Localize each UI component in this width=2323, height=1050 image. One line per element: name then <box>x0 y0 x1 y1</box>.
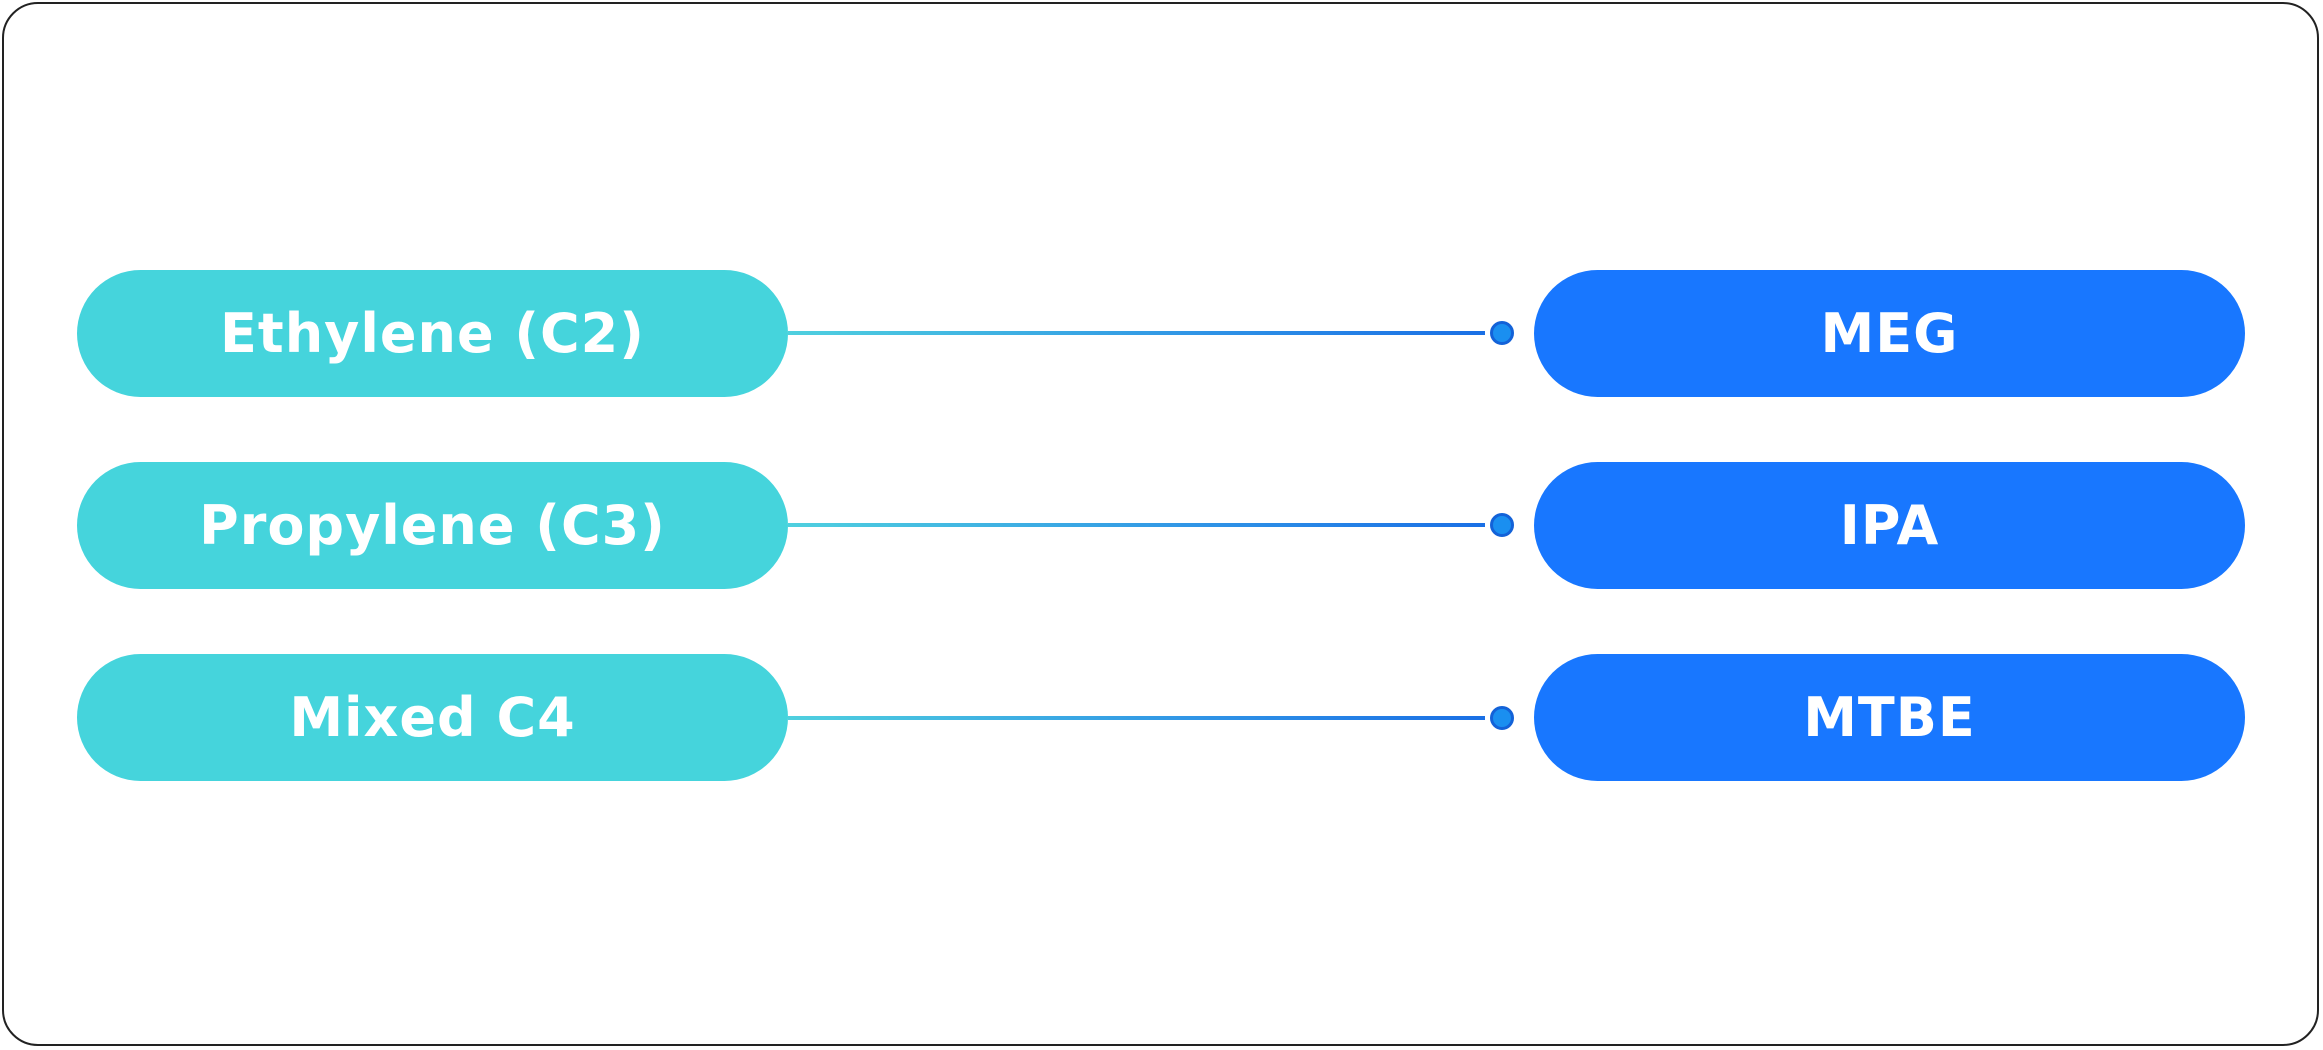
product-node-label: MEG <box>1820 302 1959 365</box>
connector-endpoint-dot <box>1490 321 1514 345</box>
source-node-mixed-c4: Mixed C4 <box>77 654 788 781</box>
connector-line <box>788 523 1485 527</box>
source-node-label: Propylene (C3) <box>199 494 666 557</box>
product-node-mtbe: MTBE <box>1534 654 2245 781</box>
connector-line <box>788 331 1485 335</box>
connector-endpoint-dot <box>1490 513 1514 537</box>
product-node-ipa: IPA <box>1534 462 2245 589</box>
product-node-meg: MEG <box>1534 270 2245 397</box>
source-node-ethylene: Ethylene (C2) <box>77 270 788 397</box>
connector-endpoint-dot <box>1490 706 1514 730</box>
product-node-label: IPA <box>1839 494 1940 557</box>
connector-line <box>788 716 1485 720</box>
source-node-propylene: Propylene (C3) <box>77 462 788 589</box>
source-node-label: Mixed C4 <box>289 686 576 749</box>
source-node-label: Ethylene (C2) <box>220 302 645 365</box>
product-node-label: MTBE <box>1803 686 1976 749</box>
